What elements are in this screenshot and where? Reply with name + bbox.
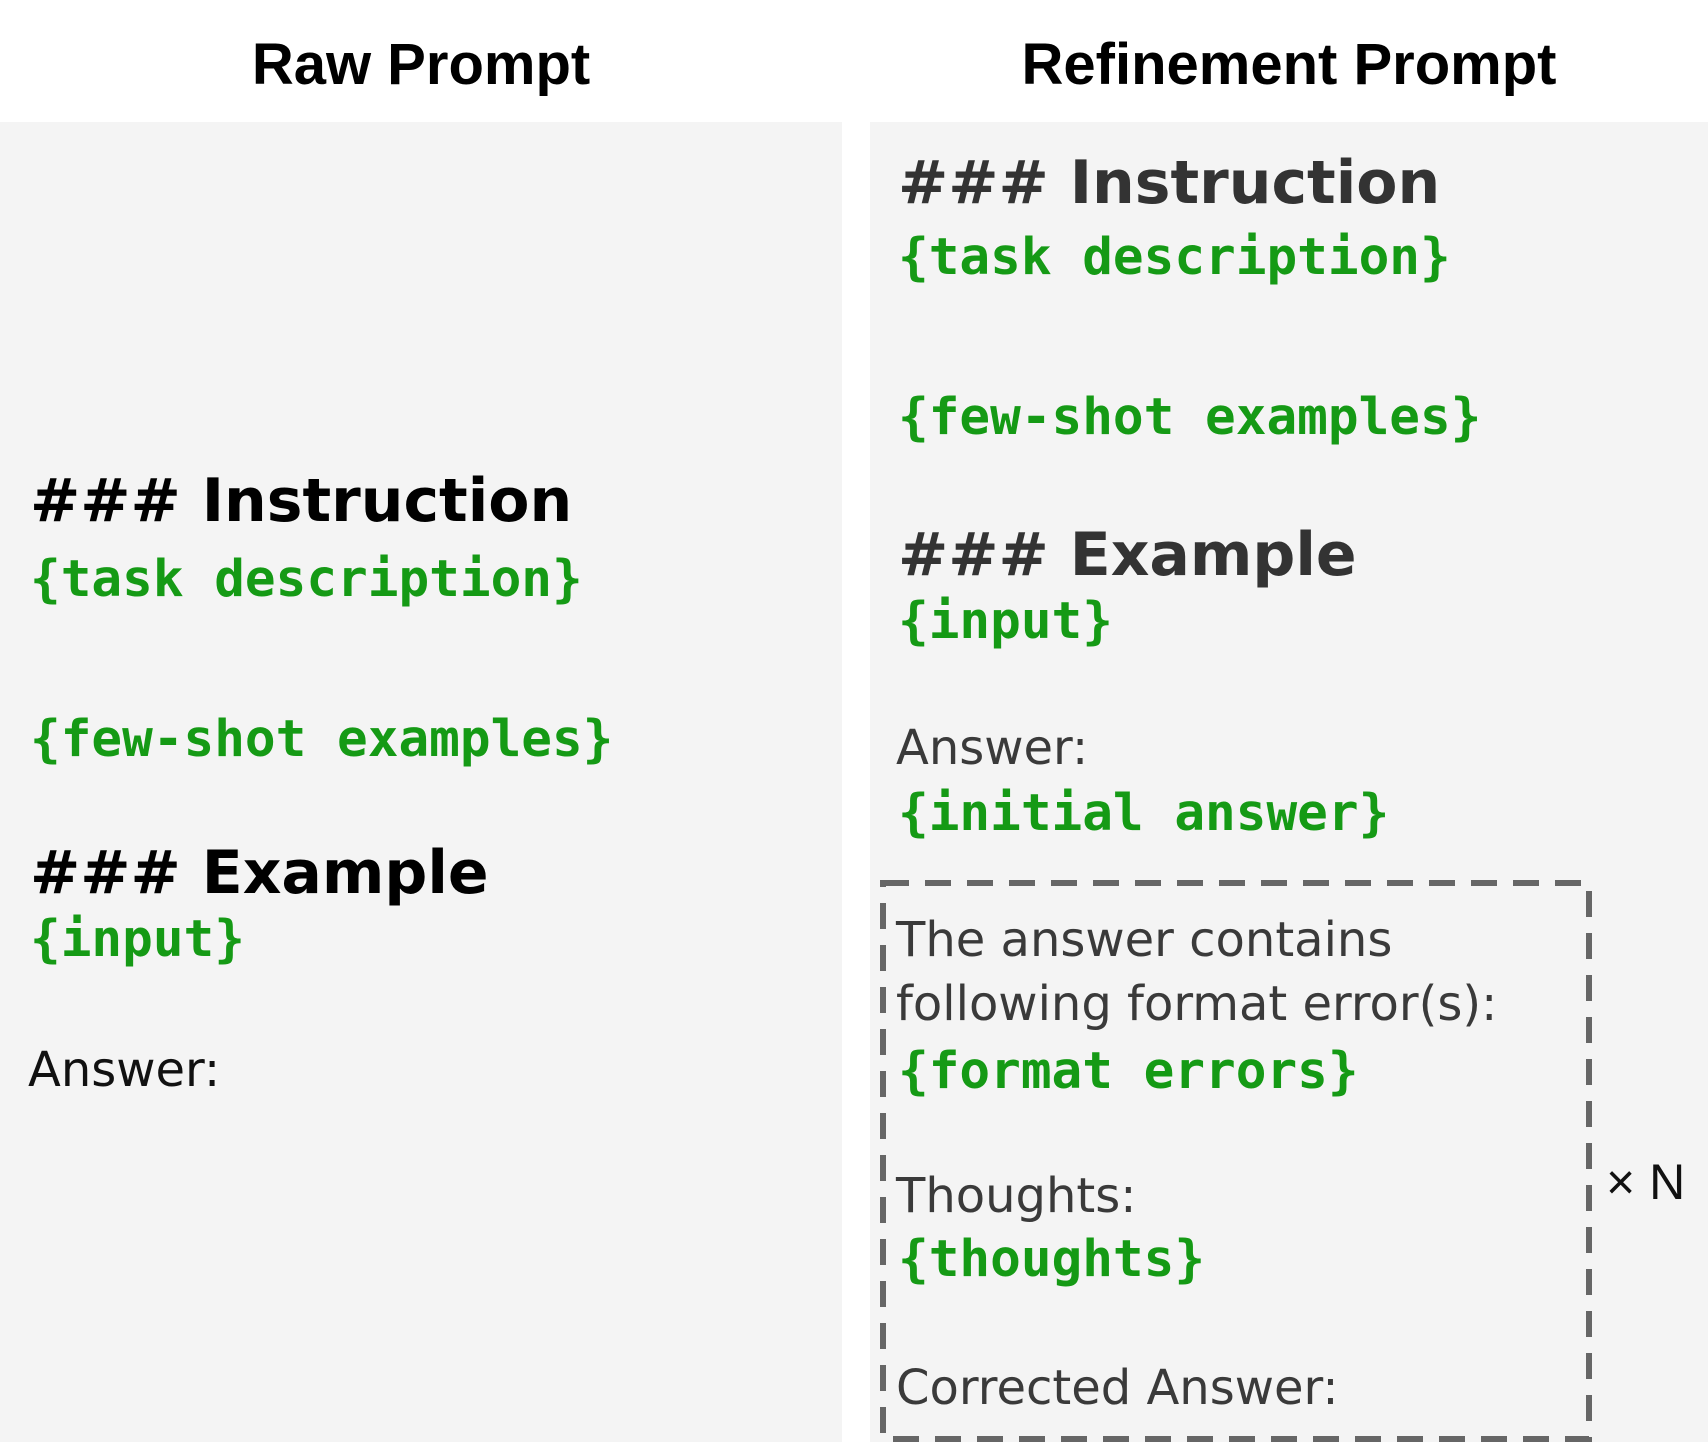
raw-prompt-title: Raw Prompt xyxy=(251,32,591,97)
thoughts-placeholder: {thoughts} xyxy=(898,1230,1206,1289)
refinement-task-description-placeholder: {task description} xyxy=(898,228,1451,287)
refinement-initial-answer-placeholder: {initial answer} xyxy=(898,784,1390,843)
format-error-intro-line-1: The answer contains xyxy=(896,912,1393,968)
raw-few-shot-examples-placeholder: {few-shot examples} xyxy=(30,710,614,769)
refinement-example-heading: ### Example xyxy=(898,520,1357,590)
format-errors-placeholder: {format errors} xyxy=(898,1042,1359,1101)
refinement-prompt-title: Refinement Prompt xyxy=(1021,32,1557,97)
corrected-answer-label: Corrected Answer: xyxy=(896,1360,1339,1416)
raw-example-heading: ### Example xyxy=(30,838,489,908)
raw-instruction-heading: ### Instruction xyxy=(30,466,573,536)
format-error-intro-line-2: following format error(s): xyxy=(896,976,1498,1032)
refinement-input-placeholder: {input} xyxy=(898,592,1113,651)
repeat-n-times-label: × N xyxy=(1606,1154,1686,1210)
thoughts-label: Thoughts: xyxy=(896,1168,1137,1224)
raw-prompt-panel xyxy=(0,122,842,1442)
raw-task-description-placeholder: {task description} xyxy=(30,550,583,609)
refinement-answer-label: Answer: xyxy=(896,720,1089,776)
raw-input-placeholder: {input} xyxy=(30,910,245,969)
refinement-few-shot-examples-placeholder: {few-shot examples} xyxy=(898,388,1482,447)
raw-answer-label: Answer: xyxy=(28,1042,221,1098)
refinement-instruction-heading: ### Instruction xyxy=(898,148,1441,218)
